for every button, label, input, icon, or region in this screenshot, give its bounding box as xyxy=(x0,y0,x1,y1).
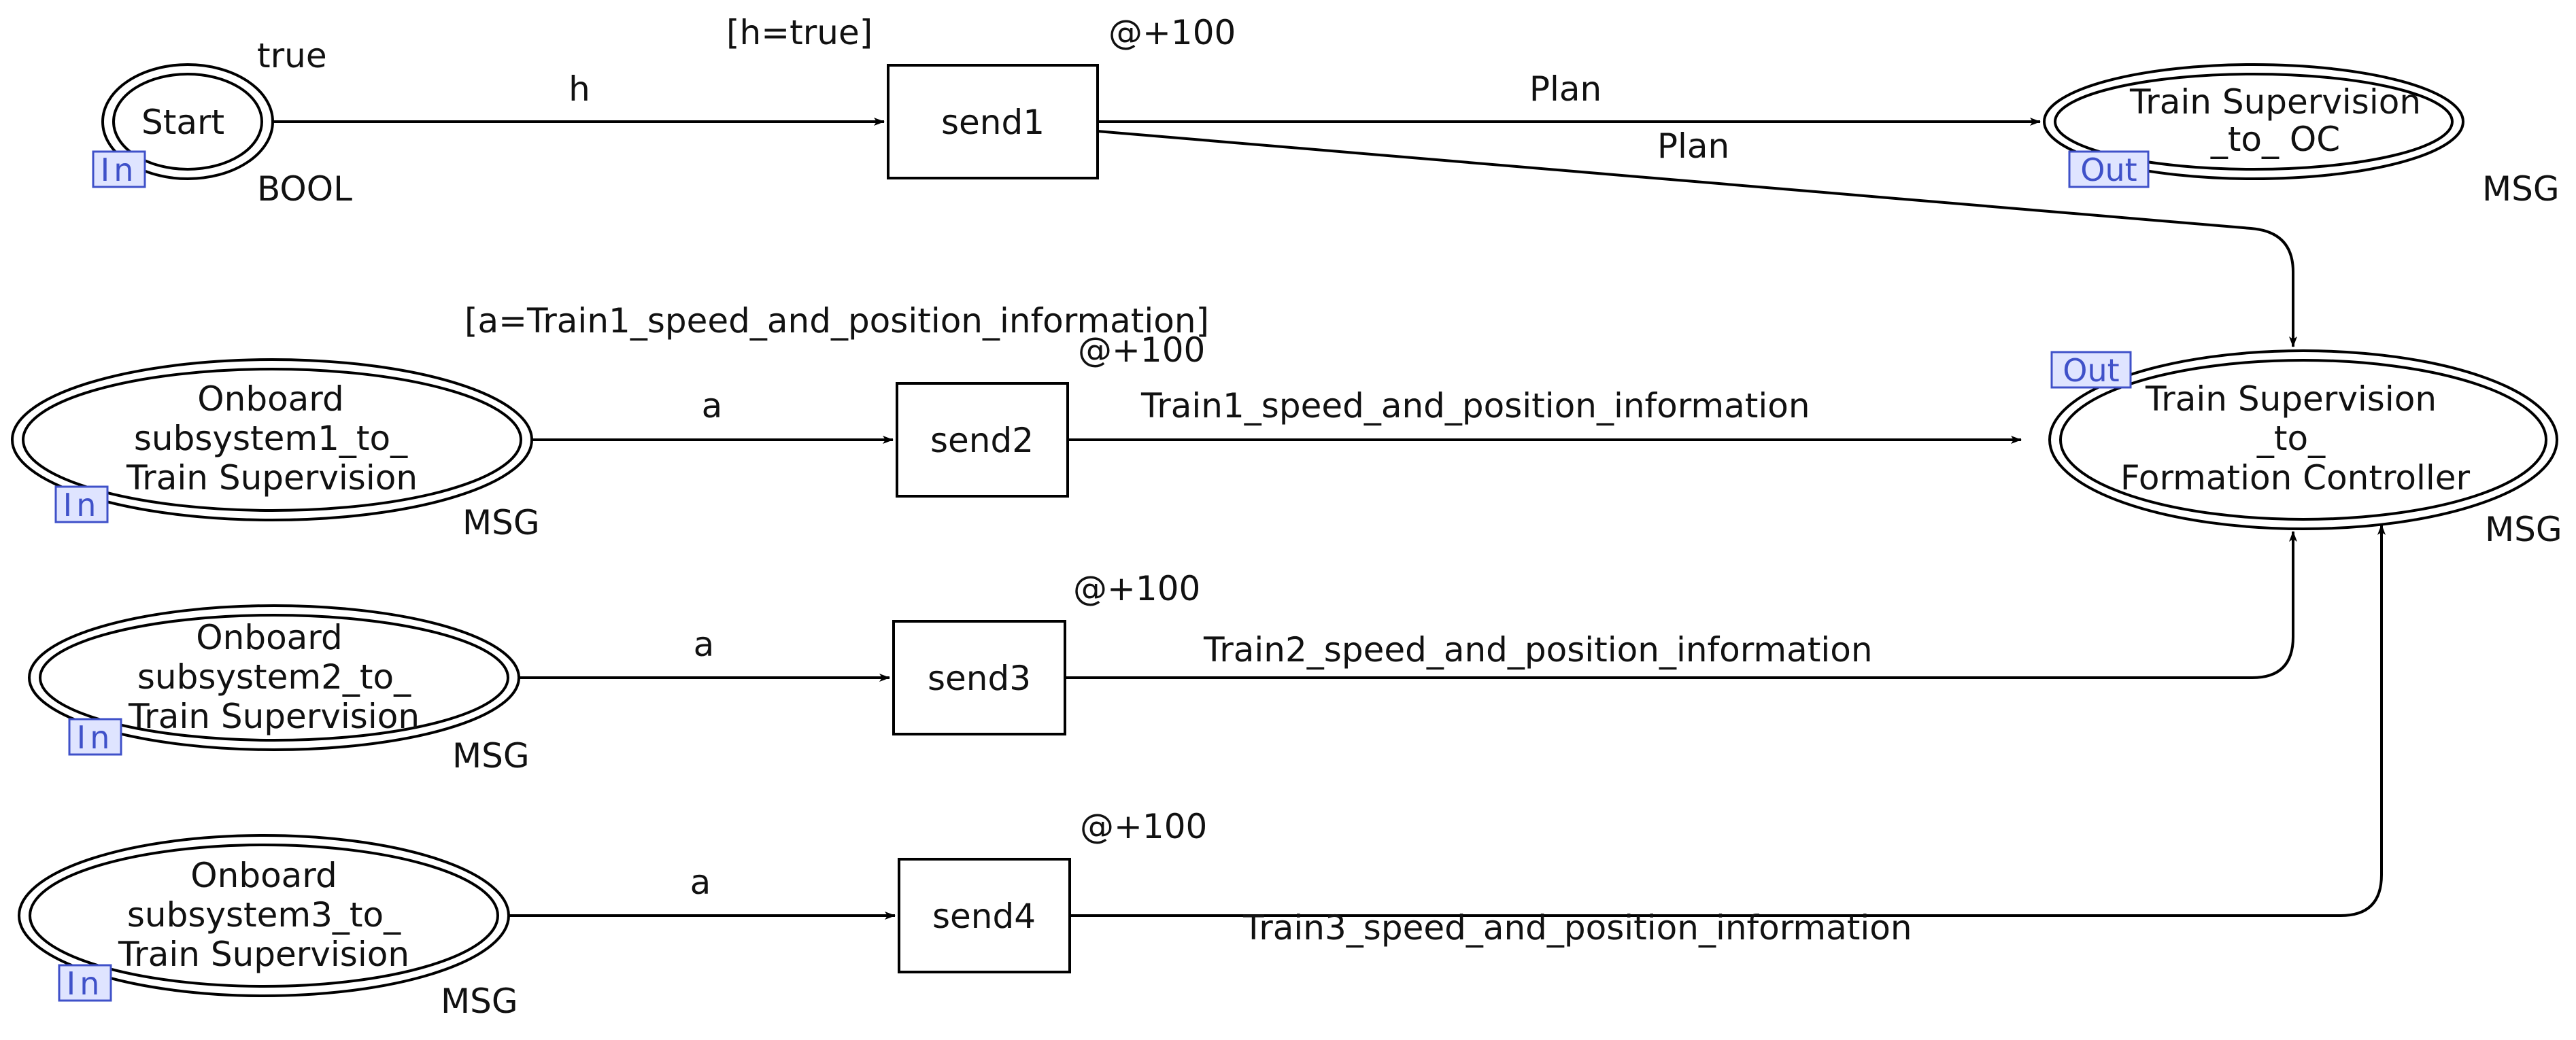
transition-send4-label: send4 xyxy=(932,897,1036,936)
port-tag-start-text: In xyxy=(101,152,138,188)
place-ts-to-fc-line3: Formation Controller xyxy=(2120,458,2471,498)
transition-send1[interactable]: send1 xyxy=(887,64,1099,179)
port-tag-ob3-text: In xyxy=(67,965,104,1002)
arcs xyxy=(273,118,2386,920)
place-ob2-line3: Train Supervision xyxy=(128,697,420,736)
port-tag-start: In xyxy=(92,150,146,188)
arc-send3-ts-fc[interactable] xyxy=(1065,531,2297,679)
place-ob3-line1: Onboard xyxy=(190,856,337,895)
port-tag-ts-fc-text: Out xyxy=(2063,352,2119,389)
send1-time: @+100 xyxy=(1108,13,1236,52)
transition-send2[interactable]: send2 xyxy=(896,382,1069,498)
place-ob2-line1: Onboard xyxy=(196,618,342,657)
port-tag-ts-oc-text: Out xyxy=(2080,152,2137,188)
arc-label-a1: a xyxy=(702,386,723,426)
transition-send3[interactable]: send3 xyxy=(892,620,1066,735)
port-tag-ob2-text: In xyxy=(77,719,114,756)
start-initial-marking: true xyxy=(257,36,327,75)
place-ts-to-fc-line2: _to_ xyxy=(2256,419,2326,458)
port-tag-ob1-text: In xyxy=(63,487,101,523)
place-ob1-line1: Onboard xyxy=(197,379,343,419)
ob3-type: MSG xyxy=(441,982,518,1021)
arc-send4-ts-fc[interactable] xyxy=(1070,524,2386,917)
send1-guard: [h=true] xyxy=(726,13,872,52)
port-tag-ob3: In xyxy=(58,964,112,1002)
arc-label-plan-fc: Plan xyxy=(1657,126,1729,166)
arc-label-train2: Train2_speed_and_position_information xyxy=(1203,630,1873,670)
start-type: BOOL xyxy=(257,169,352,209)
place-ob2-line2: subsystem2_to_ xyxy=(137,657,411,697)
transition-send1-label: send1 xyxy=(941,103,1045,142)
ts-oc-type: MSG xyxy=(2482,169,2560,209)
ob1-type: MSG xyxy=(462,503,540,542)
place-ob1-line3: Train Supervision xyxy=(126,458,418,498)
arc-send1-ts-fc[interactable] xyxy=(1097,130,2297,347)
place-ts-to-fc-line1: Train Supervision xyxy=(2145,379,2437,419)
place-start-label: Start xyxy=(141,103,224,142)
arc-label-h: h xyxy=(569,69,590,109)
arc-label-a2: a xyxy=(694,625,715,664)
place-ts-to-oc[interactable]: Train Supervision _to_ OC xyxy=(2043,63,2464,180)
ts-fc-type: MSG xyxy=(2485,510,2562,549)
arc-label-a3: a xyxy=(690,863,711,902)
port-tag-ob1: In xyxy=(54,485,109,523)
place-ob3-line2: subsystem3_to_ xyxy=(127,895,401,935)
transition-send2-label: send2 xyxy=(930,421,1034,460)
place-onboard-subsystem3[interactable]: Onboard subsystem3_to_ Train Supervision xyxy=(18,834,510,997)
send2-time: @+100 xyxy=(1078,330,1205,370)
send3-time: @+100 xyxy=(1073,569,1200,608)
port-tag-ob2: In xyxy=(68,718,122,756)
transition-send3-label: send3 xyxy=(928,659,1031,698)
send2-guard: [a=Train1_speed_and_position_information… xyxy=(464,301,1209,341)
place-ts-to-oc-line1: Train Supervision xyxy=(2129,82,2421,122)
place-start[interactable]: Start xyxy=(101,63,274,180)
ob2-type: MSG xyxy=(452,736,530,776)
place-ts-to-fc[interactable]: Train Supervision _to_ Formation Control… xyxy=(2048,349,2558,530)
transition-send4[interactable]: send4 xyxy=(898,858,1071,973)
send4-time: @+100 xyxy=(1080,807,1207,846)
arc-label-plan-oc: Plan xyxy=(1529,69,1601,109)
place-ob3-line3: Train Supervision xyxy=(118,935,409,974)
annotations: true BOOL MSG MSG MSG MSG MSG [h=true] @… xyxy=(257,13,2562,1021)
place-onboard-subsystem1[interactable]: Onboard subsystem1_to_ Train Supervision xyxy=(11,358,533,521)
place-ts-to-oc-line2: _to_ OC xyxy=(2210,120,2340,159)
place-onboard-subsystem2[interactable]: Onboard subsystem2_to_ Train Supervision xyxy=(28,604,520,751)
port-tag-ts-oc: Out xyxy=(2068,150,2150,188)
place-ob1-line2: subsystem1_to_ xyxy=(134,419,408,458)
arc-label-train1: Train1_speed_and_position_information xyxy=(1140,386,1810,426)
port-tag-ts-fc: Out xyxy=(2050,351,2132,389)
arc-label-train3: Train3_speed_and_position_information xyxy=(1242,908,1912,948)
